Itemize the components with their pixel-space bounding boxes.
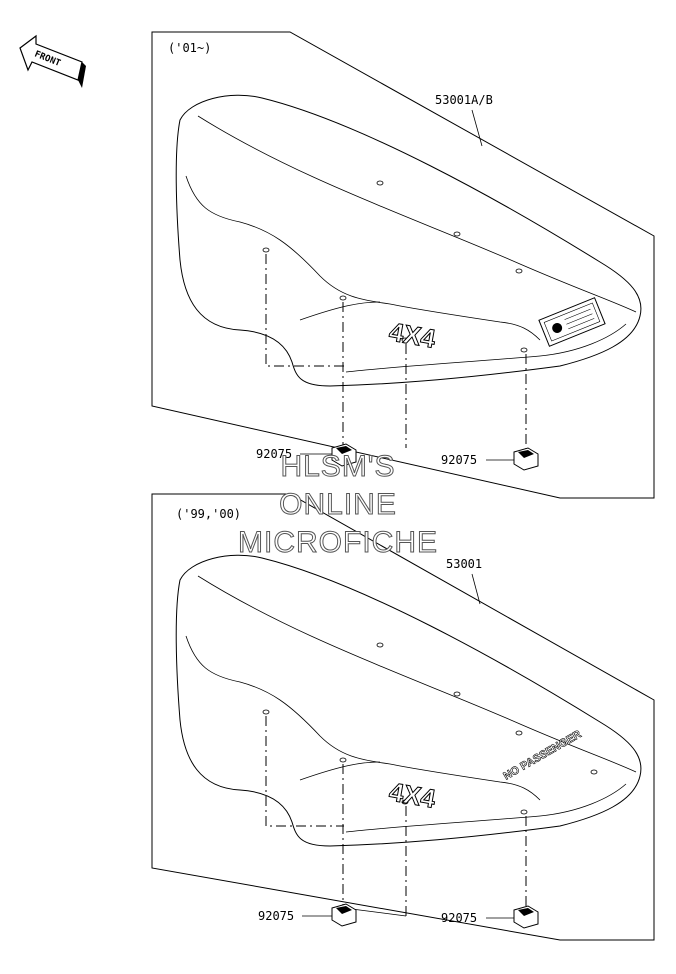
watermark-line-2: ONLINE bbox=[279, 488, 397, 521]
top-seat-part-number: 53001A/B bbox=[435, 93, 493, 107]
top-panel: ('01~) 53001A/B 4X4 bbox=[151, 31, 655, 499]
top-seat: 4X4 bbox=[175, 94, 642, 387]
bottom-seat-part-number: 53001 bbox=[446, 557, 482, 571]
bottom-right-clip-part-number: 92075 bbox=[441, 911, 477, 925]
top-right-clip bbox=[513, 447, 539, 471]
top-right-clip-part-number: 92075 bbox=[441, 453, 477, 467]
watermark-line-1: HLSM'S bbox=[280, 450, 395, 483]
top-warning-label bbox=[538, 297, 606, 347]
front-arrow-icon: FRONT bbox=[19, 34, 86, 88]
bottom-seat: 4X4 NO PASSENGER bbox=[175, 554, 642, 847]
bottom-left-clip bbox=[331, 903, 357, 927]
bottom-left-clip-part-number: 92075 bbox=[258, 909, 294, 923]
bottom-right-clip bbox=[513, 905, 539, 929]
watermark: HLSM'S ONLINE MICROFICHE bbox=[238, 450, 438, 560]
bottom-seat-emblem: 4X4 bbox=[387, 776, 438, 814]
bottom-year-label: ('99,'00) bbox=[176, 507, 241, 521]
top-year-label: ('01~) bbox=[168, 41, 211, 55]
top-panel-frame bbox=[151, 31, 655, 499]
top-left-clip bbox=[331, 443, 357, 467]
top-seat-emblem: 4X4 bbox=[387, 316, 438, 354]
top-left-clip-part-number: 92075 bbox=[256, 447, 292, 461]
bottom-panel: ('99,'00) 53001 4X4 NO PASSENGER bbox=[151, 493, 655, 941]
bottom-panel-frame bbox=[151, 493, 655, 941]
watermark-line-3: MICROFICHE bbox=[238, 526, 438, 559]
bottom-seat-decal: NO PASSENGER bbox=[502, 728, 584, 782]
